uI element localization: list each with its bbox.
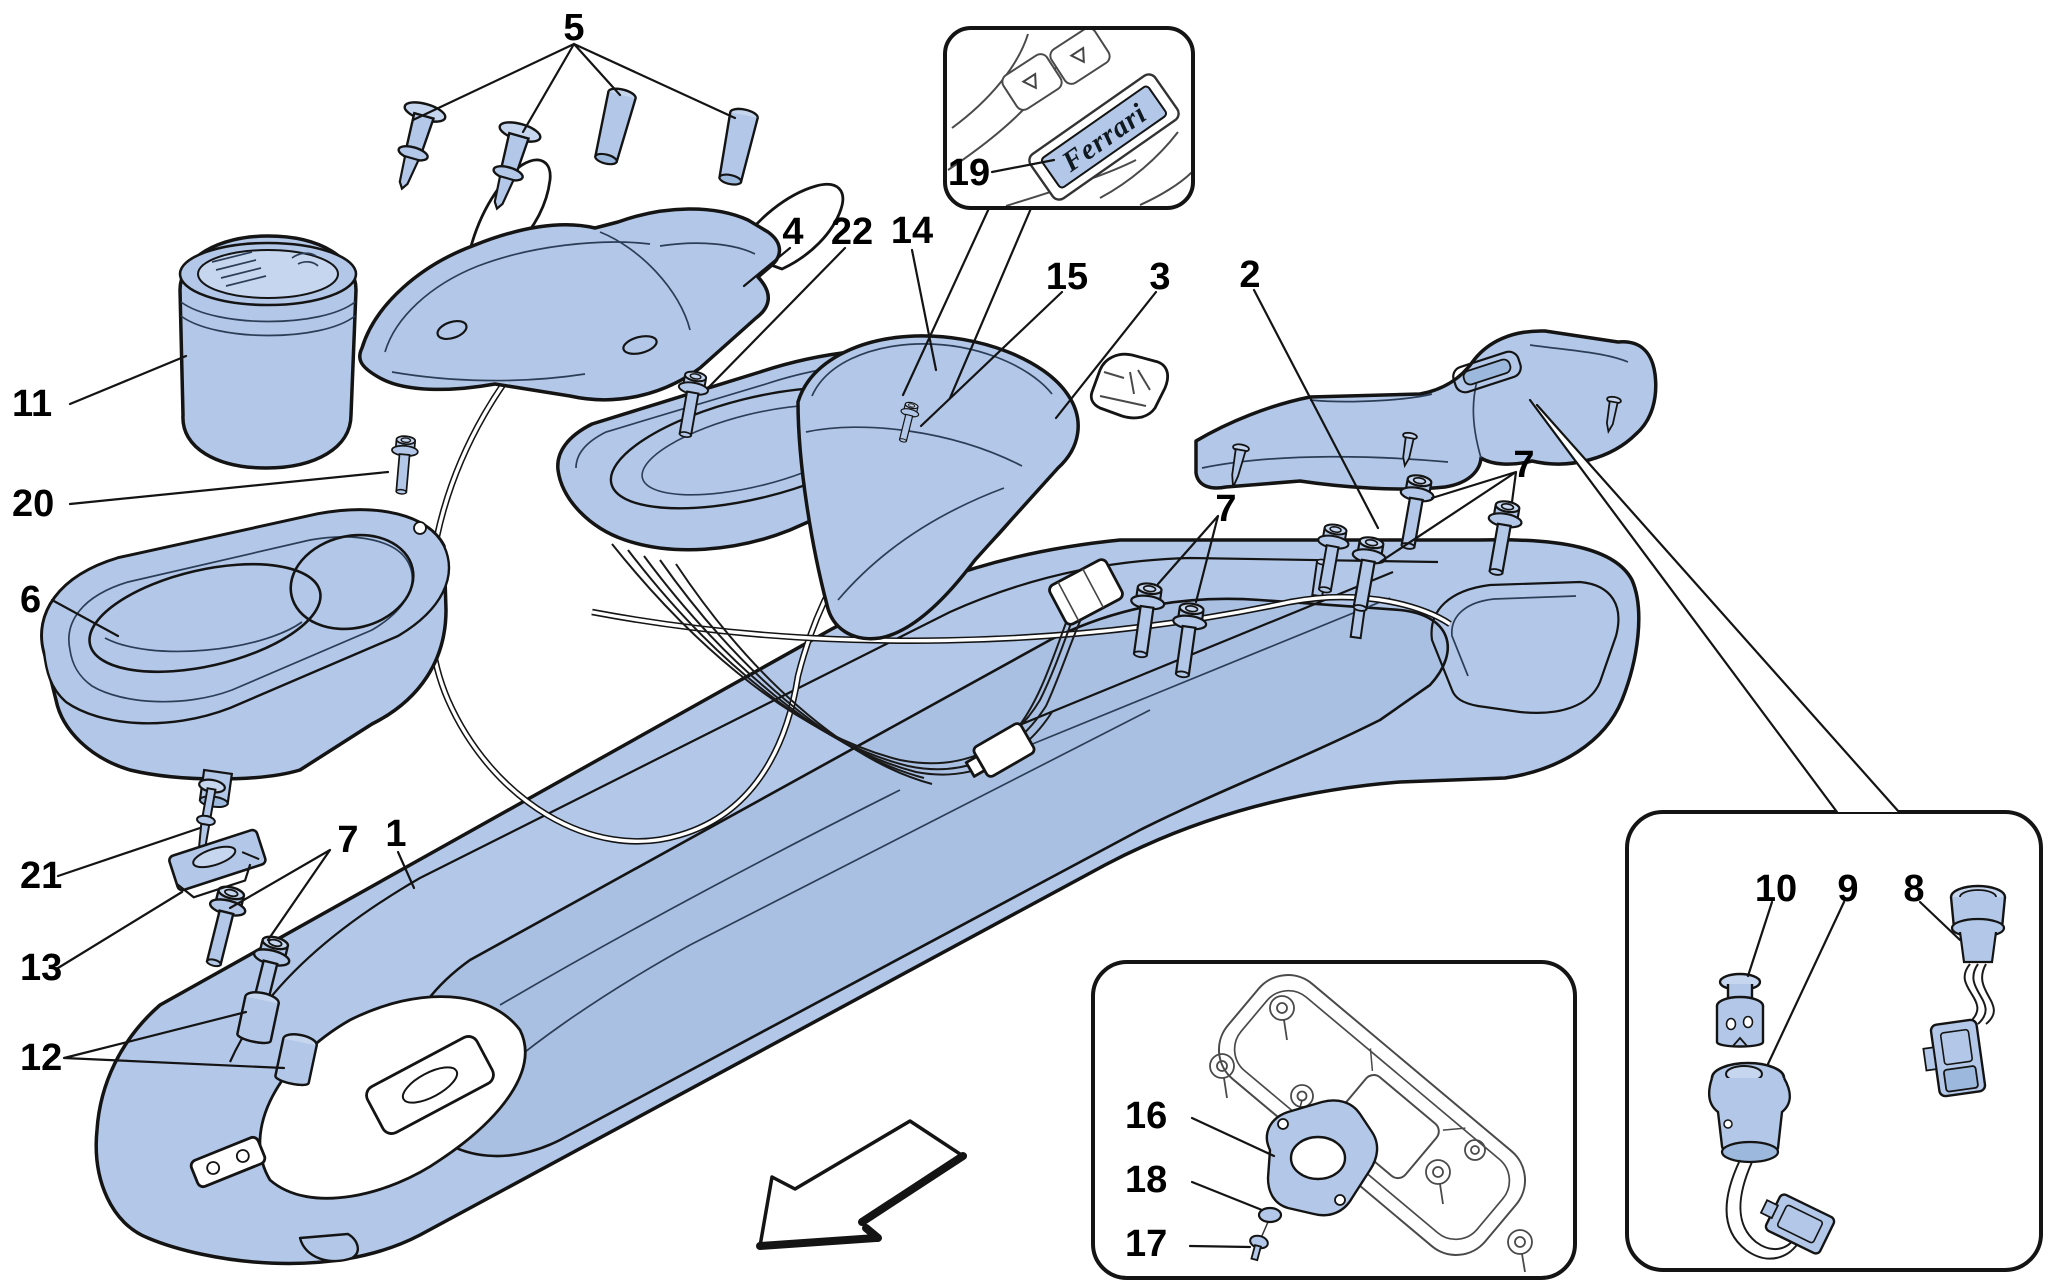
callout-16: 16 bbox=[1125, 1095, 1167, 1137]
direction-arrow bbox=[756, 1119, 967, 1250]
part-11-ashtray bbox=[178, 234, 358, 470]
callout-17: 17 bbox=[1125, 1223, 1167, 1265]
callout-5: 5 bbox=[563, 7, 584, 49]
callout-3: 3 bbox=[1149, 256, 1170, 298]
callout-19: 19 bbox=[948, 152, 990, 194]
callout-12: 12 bbox=[20, 1037, 62, 1079]
part-16-bracket bbox=[1265, 1099, 1379, 1217]
part-10-lighter-knob bbox=[1715, 972, 1765, 1048]
callout-13: 13 bbox=[20, 947, 62, 989]
callout-7b: 7 bbox=[1215, 488, 1236, 530]
part-17-screw bbox=[1249, 1234, 1269, 1262]
part-6-cupholder bbox=[40, 508, 451, 809]
callout-8: 8 bbox=[1903, 868, 1924, 910]
part-9-lighter-socket bbox=[1707, 1061, 1836, 1260]
boss-pins bbox=[1209, 995, 1533, 1273]
inset-badge-detail: Ferrari bbox=[901, 26, 1195, 400]
part-5-fasteners bbox=[381, 85, 761, 216]
callout-14: 14 bbox=[891, 210, 933, 252]
callout-7c: 7 bbox=[1513, 444, 1534, 486]
ferrari-badge: Ferrari bbox=[1028, 73, 1180, 201]
callout-6: 6 bbox=[20, 579, 41, 621]
callout-7a: 7 bbox=[337, 819, 358, 861]
part-2-rear-cover bbox=[1194, 329, 1658, 491]
callout-20: 20 bbox=[12, 483, 54, 525]
part-13-bracket bbox=[168, 828, 267, 899]
part-18-washer bbox=[1257, 1206, 1283, 1224]
callout-9: 9 bbox=[1837, 868, 1858, 910]
part-20-bolt bbox=[387, 434, 420, 496]
callout-4: 4 bbox=[782, 211, 803, 253]
callout-18: 18 bbox=[1125, 1159, 1167, 1201]
callout-2: 2 bbox=[1239, 254, 1260, 296]
part-8-power-socket bbox=[1922, 884, 2007, 1098]
rear-cable bbox=[591, 593, 1452, 644]
callout-11: 11 bbox=[12, 383, 52, 425]
inset-power-sockets bbox=[1528, 398, 2043, 1272]
leader-lines bbox=[50, 42, 1962, 1249]
part-1-console-tunnel bbox=[94, 538, 1641, 1266]
part-2-pins bbox=[1231, 395, 1622, 488]
callout-1: 1 bbox=[385, 813, 406, 855]
callout-labels: 5 11 20 6 21 13 12 7 1 4 22 14 19 15 3 2… bbox=[12, 7, 1925, 1265]
callout-22: 22 bbox=[831, 211, 873, 253]
part-4-front-cover bbox=[358, 158, 845, 402]
callout-15: 15 bbox=[1046, 256, 1088, 298]
wiring-harness bbox=[611, 543, 1124, 785]
callout-21: 21 bbox=[20, 855, 62, 897]
part-14-armrest-pad bbox=[796, 334, 1080, 641]
latch-mechanism bbox=[1089, 352, 1170, 420]
inset-underside-bracket bbox=[1091, 960, 1577, 1280]
callout-10: 10 bbox=[1755, 868, 1797, 910]
